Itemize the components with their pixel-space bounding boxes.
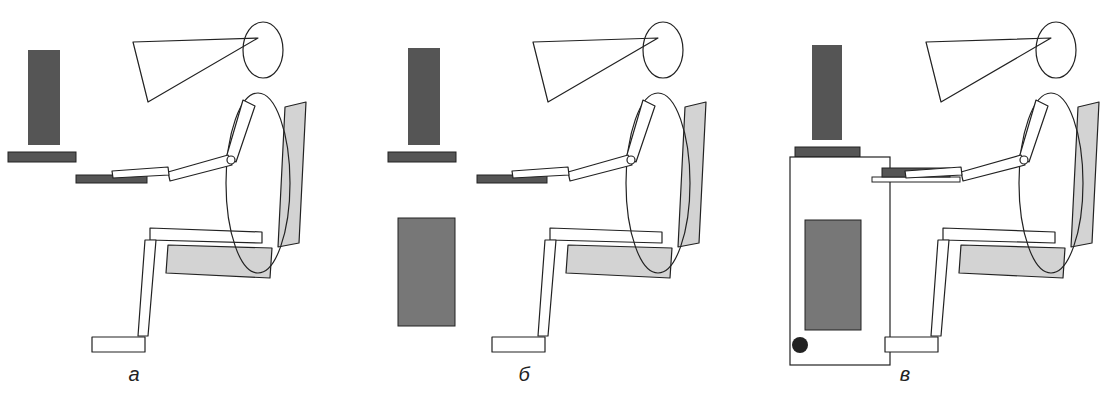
panel-letter: б <box>518 364 529 384</box>
person <box>92 22 306 352</box>
person <box>885 22 1099 352</box>
monitor-base <box>795 147 860 157</box>
system-unit <box>805 220 861 330</box>
computer-cart <box>790 157 890 365</box>
system-unit <box>398 218 455 326</box>
workplace-a <box>8 22 306 352</box>
workplace-c <box>790 22 1099 365</box>
monitor <box>812 45 842 140</box>
panel-letter: в <box>900 364 910 384</box>
monitor <box>28 50 60 145</box>
person <box>492 22 706 352</box>
monitor-base <box>388 152 456 162</box>
workplace-b <box>388 22 706 352</box>
cart-wheel <box>792 337 808 353</box>
monitor-base <box>8 152 76 162</box>
monitor <box>408 48 440 145</box>
panel-letter: а <box>128 364 139 384</box>
